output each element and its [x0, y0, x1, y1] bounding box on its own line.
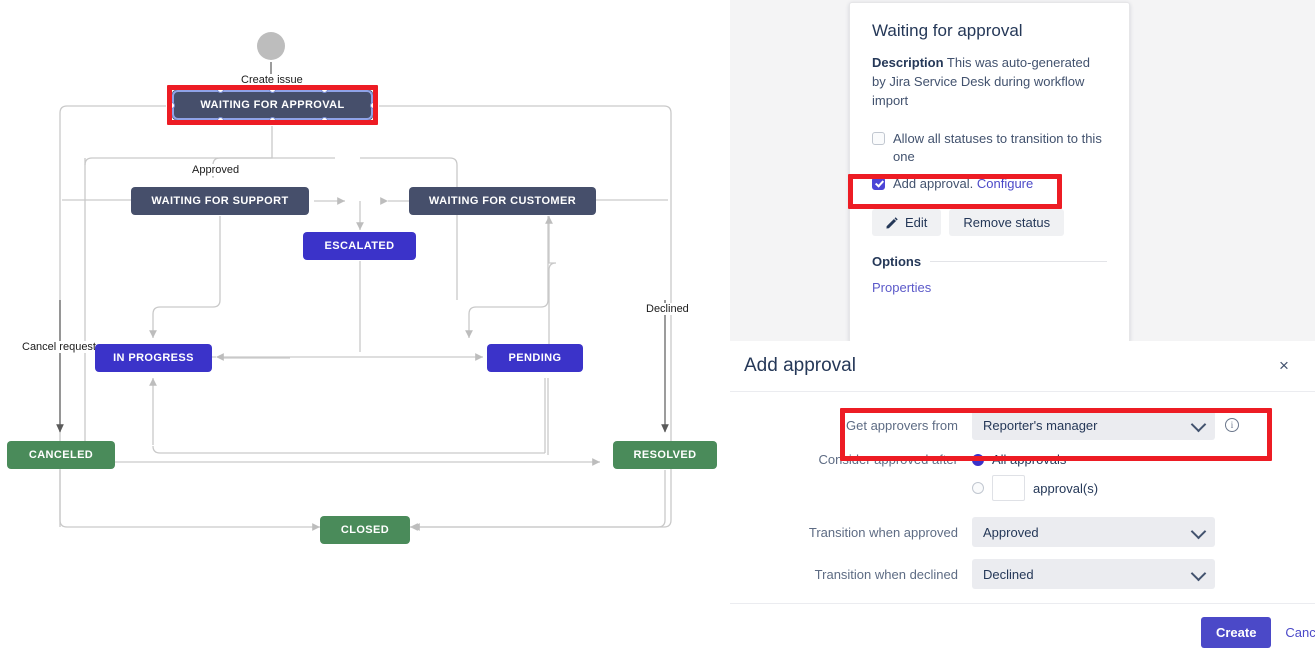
workflow-diagram-canvas[interactable]: Create issue WAITING FOR APPROVAL Approv…	[0, 0, 730, 660]
approvers-select[interactable]: Reporter's manager	[972, 410, 1215, 440]
radio-approval-count[interactable]	[972, 482, 984, 494]
edge-label-approved: Approved	[190, 164, 242, 176]
dialog-body: Get approvers from Reporter's manager i …	[730, 392, 1315, 589]
configure-link[interactable]: Configure	[976, 176, 1034, 191]
dialog-footer: Create Cance	[730, 603, 1315, 660]
edge-label-cancel-request: Cancel request	[20, 341, 98, 353]
approvers-label: Get approvers from	[846, 417, 958, 433]
allow-all-statuses-row[interactable]: Allow all statuses to transition to this…	[872, 130, 1107, 166]
popup-button-row: Edit Remove status	[872, 209, 1107, 236]
selection-decoration: WAITING FOR APPROVAL	[168, 86, 377, 124]
cancel-button[interactable]: Cance	[1285, 624, 1315, 640]
modal-backdrop-right	[1130, 0, 1315, 345]
status-node-closed[interactable]: CLOSED	[320, 516, 410, 544]
field-row-transition-approved: Transition when approved Approved	[730, 517, 1315, 547]
resize-handle-bottom-center[interactable]	[269, 117, 276, 124]
status-node-resolved[interactable]: RESOLVED	[613, 441, 717, 469]
transition-approved-value: Approved	[983, 524, 1039, 540]
transition-approved-select[interactable]: Approved	[972, 517, 1215, 547]
edit-button[interactable]: Edit	[872, 209, 942, 236]
allow-all-statuses-checkbox[interactable]	[872, 132, 885, 145]
resize-handle-top-right[interactable]	[321, 86, 328, 93]
add-approval-label: Add approval. Configure	[893, 175, 1033, 193]
status-node-in-progress[interactable]: IN PROGRESS	[95, 344, 212, 372]
resize-handle-top-center[interactable]	[269, 86, 276, 93]
edit-button-label: Edit	[905, 215, 928, 230]
info-icon[interactable]: i	[1225, 418, 1239, 432]
description-label: Description	[872, 55, 944, 70]
edge-label-declined: Declined	[644, 303, 691, 315]
approval-count-input[interactable]	[992, 475, 1025, 501]
options-divider	[930, 261, 1107, 262]
create-button[interactable]: Create	[1200, 616, 1272, 648]
resize-handle-right[interactable]	[370, 102, 377, 109]
field-row-consider-approved: Consider approved after All approvals	[730, 452, 1315, 467]
dialog-header: Add approval ×	[730, 341, 1315, 392]
transition-declined-label: Transition when declined	[814, 566, 958, 582]
transition-declined-select[interactable]: Declined	[972, 559, 1215, 589]
options-heading: Options	[872, 254, 922, 269]
field-row-approval-count: approval(s)	[730, 475, 1315, 501]
field-row-approvers: Get approvers from Reporter's manager i	[730, 410, 1315, 440]
status-node-waiting-customer[interactable]: WAITING FOR CUSTOMER	[409, 187, 596, 215]
options-heading-row: Options	[872, 254, 1107, 269]
transition-approved-label: Transition when approved	[808, 524, 958, 540]
status-node-canceled[interactable]: CANCELED	[7, 441, 115, 469]
resize-handle-left[interactable]	[168, 102, 175, 109]
remove-status-button-label: Remove status	[963, 215, 1051, 230]
remove-status-button[interactable]: Remove status	[949, 209, 1065, 236]
allow-all-statuses-label: Allow all statuses to transition to this…	[893, 131, 1102, 164]
chevron-down-icon	[1190, 523, 1207, 540]
status-node-waiting-support[interactable]: WAITING FOR SUPPORT	[131, 187, 309, 215]
status-node-escalated[interactable]: ESCALATED	[303, 232, 416, 260]
edge-label-create-issue: Create issue	[239, 74, 305, 86]
resize-handle-top-left[interactable]	[217, 86, 224, 93]
chevron-down-icon	[1190, 416, 1207, 433]
popup-title: Waiting for approval	[872, 21, 1023, 40]
dialog-title: Add approval	[744, 355, 856, 376]
approval-count-suffix: approval(s)	[1033, 480, 1099, 496]
pencil-icon	[886, 216, 898, 229]
popup-description: Description This was auto-generated by J…	[872, 53, 1107, 110]
close-icon[interactable]: ×	[1279, 356, 1289, 375]
add-approval-checkbox[interactable]	[872, 177, 885, 190]
status-detail-popup: Waiting for approval Description This wa…	[849, 2, 1130, 343]
add-approval-text: Add approval.	[893, 176, 974, 191]
resize-handle-bottom-right[interactable]	[321, 117, 328, 124]
selection-border	[172, 90, 373, 120]
radio-all-approvals[interactable]	[972, 453, 984, 466]
approvers-select-value: Reporter's manager	[983, 417, 1098, 433]
all-approvals-label: All approvals	[992, 452, 1067, 467]
consider-approved-label: Consider approved after	[818, 452, 958, 467]
workflow-connectors	[56, 62, 672, 531]
chevron-down-icon	[1190, 565, 1207, 582]
resize-handle-bottom-left[interactable]	[217, 117, 224, 124]
status-node-pending[interactable]: PENDING	[487, 344, 583, 372]
add-approval-dialog: Add approval × Get approvers from Report…	[730, 341, 1315, 660]
field-row-transition-declined: Transition when declined Declined	[730, 559, 1315, 589]
properties-link[interactable]: Properties	[872, 280, 932, 295]
description-text: This was auto-generated by Jira Service …	[872, 55, 1090, 108]
transition-declined-value: Declined	[983, 566, 1034, 582]
status-node-waiting-approval[interactable]: WAITING FOR APPROVAL	[172, 90, 373, 120]
add-approval-row[interactable]: Add approval. Configure	[872, 175, 1107, 193]
start-circle-icon	[257, 32, 285, 60]
